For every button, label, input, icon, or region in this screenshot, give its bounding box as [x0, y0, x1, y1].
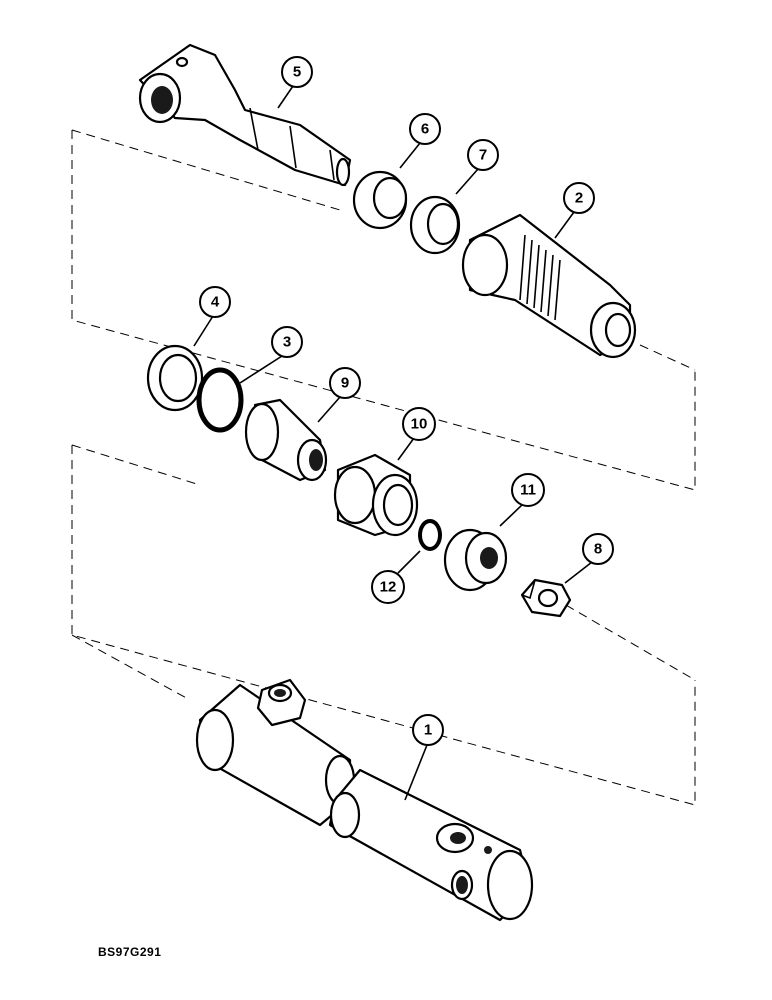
part-washer: [443, 528, 508, 592]
part-threaded-gland: [461, 213, 637, 359]
callout-4: 4: [193, 286, 231, 347]
callout-8-label: 8: [594, 541, 602, 558]
callout-7: 7: [455, 139, 499, 195]
callout-11-label: 11: [520, 482, 536, 499]
callout-10-label: 10: [411, 416, 428, 433]
callout-6-label: 6: [421, 121, 429, 138]
callout-5: 5: [277, 56, 313, 109]
callout-12: 12: [371, 550, 421, 604]
callout-1-label: 1: [424, 722, 432, 739]
callout-3: 3: [239, 326, 303, 384]
callout-6: 6: [399, 113, 441, 169]
callout-12-label: 12: [380, 579, 397, 596]
callout-2: 2: [554, 182, 595, 239]
part-wiper-seal: [352, 170, 408, 230]
figure-code: BS97G291: [98, 945, 162, 959]
callout-7-label: 7: [479, 147, 487, 164]
part-backup-ring: [146, 344, 204, 412]
callout-1: 1: [404, 714, 444, 801]
part-o-ring-large: [196, 367, 244, 433]
callout-3-label: 3: [283, 334, 291, 351]
callout-11: 11: [499, 473, 545, 527]
part-spacer: [244, 398, 328, 482]
callout-4-label: 4: [211, 294, 220, 311]
callout-5-label: 5: [293, 64, 301, 81]
callout-9: 9: [317, 367, 361, 423]
part-o-ring-small: [418, 519, 442, 551]
part-cylinder-barrel: [195, 678, 534, 922]
part-piston: [333, 453, 419, 537]
part-nut: [520, 578, 572, 618]
callout-10: 10: [397, 407, 436, 461]
callout-2-label: 2: [575, 190, 583, 207]
part-rod-seal: [409, 195, 461, 255]
callout-9-label: 9: [341, 375, 349, 392]
assembly-guide-lines: [71, 129, 696, 806]
part-piston-rod: [138, 43, 352, 187]
callout-8: 8: [564, 533, 614, 584]
